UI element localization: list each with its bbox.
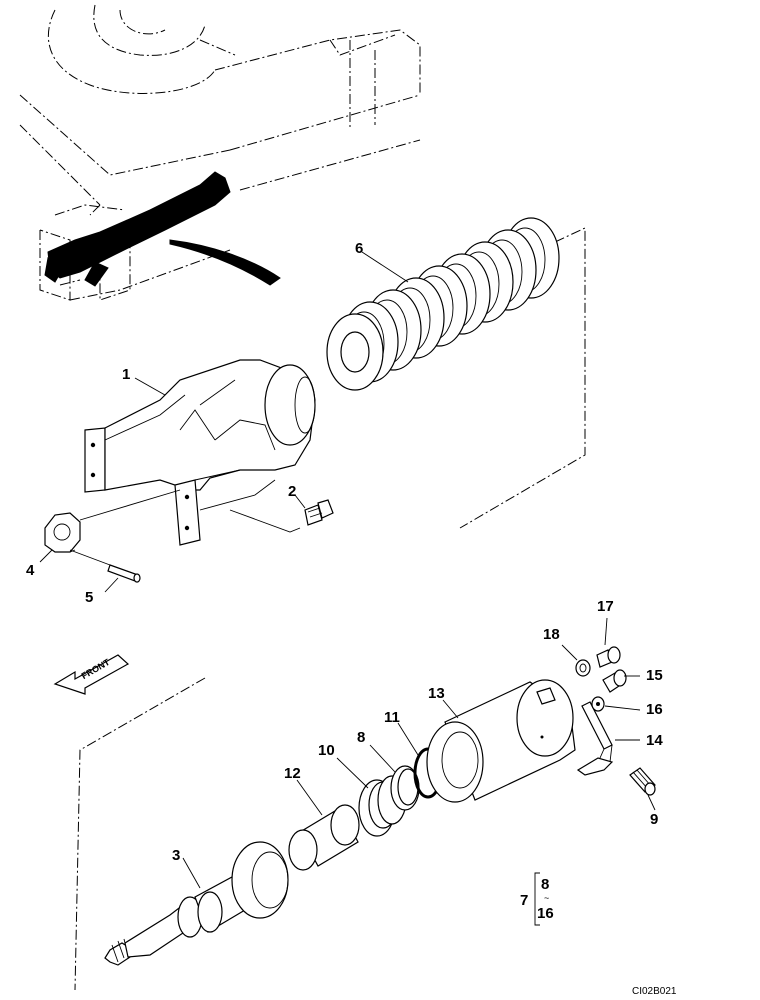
piston-rod	[104, 841, 289, 966]
callout-11: 11	[384, 709, 400, 726]
callout-17: 17	[597, 598, 614, 615]
seal-8	[390, 765, 420, 811]
cotter-pin	[69, 549, 141, 583]
callout-12: 12	[284, 765, 301, 782]
callout-13: 13	[428, 685, 445, 702]
callout-3: 3	[172, 847, 181, 864]
adjuster-rod	[44, 171, 231, 287]
callout-6: 6	[355, 240, 364, 257]
bolt-2	[304, 499, 334, 526]
grease-fitting	[629, 767, 656, 796]
callout-16: 16	[646, 701, 663, 718]
yoke	[84, 359, 316, 546]
kit-range-tilde: ~	[544, 893, 550, 903]
kit-range-to: 16	[537, 905, 554, 922]
callout-15: 15	[646, 667, 663, 684]
callout-1: 1	[122, 366, 131, 383]
cylinder	[426, 679, 576, 803]
callout-10: 10	[318, 742, 335, 759]
bolt-15	[602, 669, 627, 693]
bolt-17	[596, 646, 621, 668]
piston	[288, 804, 360, 871]
kit-number: 7	[520, 892, 529, 909]
callout-18: 18	[543, 626, 560, 643]
callout-2: 2	[288, 483, 297, 500]
washer-16	[591, 696, 605, 712]
seal	[358, 775, 407, 837]
callout-4: 4	[26, 562, 35, 579]
callout-5: 5	[85, 589, 94, 606]
callout-14: 14	[646, 732, 663, 749]
bracket	[576, 701, 614, 776]
callout-8: 8	[357, 729, 366, 746]
kit-range-from: 8	[541, 876, 550, 893]
kit-bracket	[534, 872, 540, 926]
recoil-spring	[326, 217, 586, 529]
washer-18	[575, 659, 591, 677]
drawing-code: CI02B021	[632, 986, 677, 997]
callout-9: 9	[650, 811, 659, 828]
pointer-arrow	[169, 239, 281, 286]
castle-nut	[44, 489, 181, 553]
front-arrow	[53, 654, 130, 695]
